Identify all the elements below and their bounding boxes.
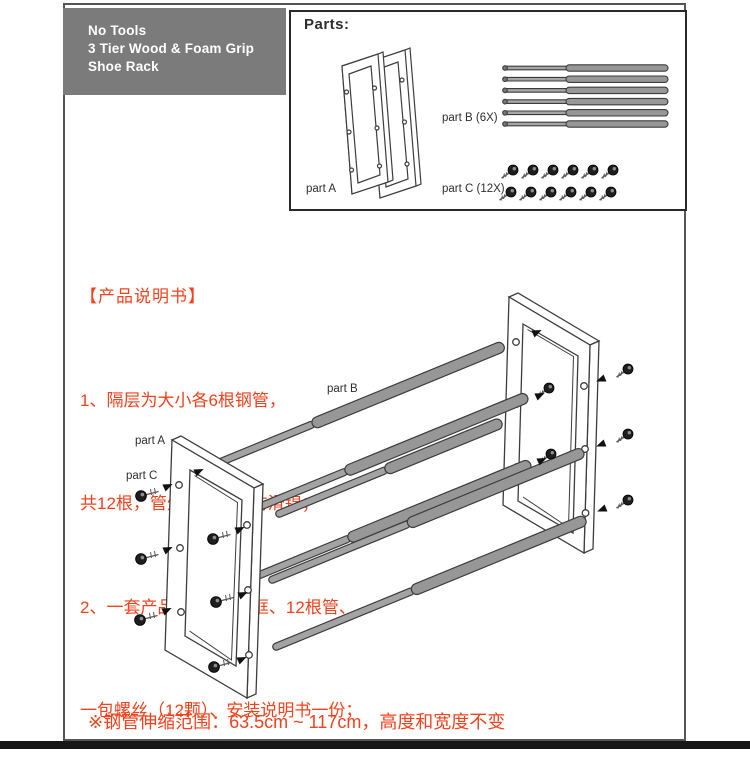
screws-right <box>615 363 634 510</box>
frame-left-drawing <box>164 435 265 700</box>
frame-right-drawing <box>502 292 601 555</box>
parts-box-part-a-label: part A <box>306 183 337 195</box>
parts-part-b-drawing <box>502 64 669 128</box>
tube-part-b <box>268 418 587 651</box>
diagram-part-c-label: part C <box>126 470 158 482</box>
product-title-line2: 3 Tier Wood & Foam Grip <box>88 41 255 56</box>
parts-box-part-c-label: part C (12X) <box>442 183 505 195</box>
page-border <box>63 3 686 741</box>
size-range-note: ※钢管伸缩范围：63.5cm ~ 117cm，高度和宽度不变 <box>88 712 506 732</box>
bottom-bar <box>0 741 750 749</box>
product-title-box: No Tools 3 Tier Wood & Foam Grip Shoe Ra… <box>63 8 286 95</box>
product-title-line3: Shoe Rack <box>88 59 159 74</box>
parts-part-c-drawing <box>498 164 619 202</box>
instruction-line: 一包螺丝（12颗）、安装说明书一份； <box>80 701 363 720</box>
parts-part-a-drawing <box>341 47 422 199</box>
instructions-title: 【产品说明书】 <box>80 287 206 306</box>
product-title-line1: No Tools <box>88 23 147 38</box>
parts-box-title: Parts: <box>304 16 350 33</box>
screws-left <box>133 487 160 627</box>
diagram-part-a-label: part A <box>135 435 166 447</box>
parts-box-part-b-label: part B (6X) <box>442 112 498 124</box>
instruction-line: 1、隔层为大小各6根钢管， <box>80 390 286 410</box>
diagram-part-b-label: part B <box>327 383 358 395</box>
